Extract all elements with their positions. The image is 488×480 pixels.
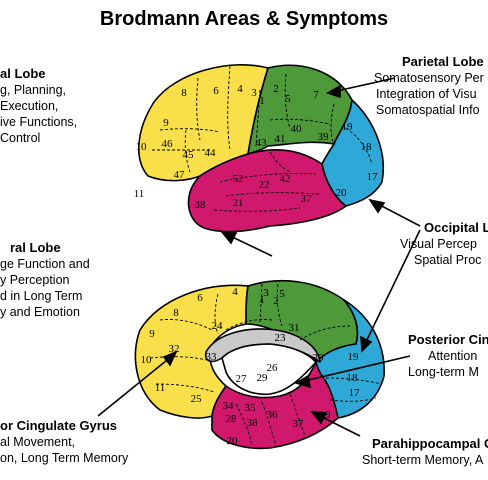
medial-area-5: 5 (279, 288, 285, 300)
temporal-lobe-line: d in Long Term (0, 288, 90, 304)
lateral-area-18: 18 (361, 141, 373, 153)
lateral-area-21: 21 (233, 197, 244, 209)
medial-area-10: 10 (141, 354, 153, 366)
lateral-area-6: 6 (213, 85, 219, 97)
lateral-area-45: 45 (183, 149, 195, 161)
frontal-lobe-line: ive Functions, (0, 114, 77, 130)
medial-area-29: 29 (257, 372, 269, 384)
medial-area-28: 28 (226, 413, 238, 425)
medial-area-32: 32 (169, 343, 180, 355)
lateral-area-38: 38 (195, 199, 207, 211)
frontal-lobe-line: Control (0, 130, 77, 146)
temporal-lobe-heading: ral Lobe (0, 240, 90, 256)
anterior-cingulate-heading: or Cingulate Gyrus (0, 418, 128, 434)
lateral-area-39: 39 (318, 131, 330, 143)
medial-area-4: 4 (232, 286, 238, 298)
temporal-lobe-line: y and Emotion (0, 304, 90, 320)
frontal-lobe-line: Execution, (0, 98, 77, 114)
occipital-lobe-line: Spatial Proc (400, 252, 488, 268)
posterior-cingulate-line: Long-term M (408, 364, 488, 380)
medial-area-25: 25 (191, 393, 203, 405)
lateral-area-46: 46 (162, 138, 174, 150)
frontal-lobe-label: al Lobe g, Planning, Execution, ive Func… (0, 66, 77, 146)
anterior-cingulate-label: or Cingulate Gyrus al Movement, on, Long… (0, 418, 128, 466)
lateral-area-1: 1 (259, 95, 265, 107)
temporal-lobe-label: ral Lobe ge Function and y Perception d … (0, 240, 90, 320)
medial-area-27: 27 (236, 373, 248, 385)
medial-area-34: 34 (223, 400, 235, 412)
occipital-lobe-label: Occipital L Visual Percep Spatial Proc (400, 220, 488, 268)
parahippocampal-heading: Parahippocampal G (362, 436, 488, 452)
lateral-area-47: 47 (174, 169, 186, 181)
medial-area-24: 24 (212, 320, 224, 332)
anterior-cingulate-line: on, Long Term Memory (0, 450, 128, 466)
lateral-area-43: 43 (256, 137, 268, 149)
posterior-cingulate-label: Posterior Cin Attention Long-term M (408, 332, 488, 380)
lateral-area-4: 4 (237, 83, 243, 95)
lateral-area-42: 42 (280, 173, 291, 185)
occipital-lobe-line: Visual Percep (400, 236, 488, 252)
anterior-cingulate-line: al Movement, (0, 434, 128, 450)
temporal-lobe-line: ge Function and (0, 256, 90, 272)
posterior-cingulate-heading: Posterior Cin (408, 332, 488, 348)
medial-area-33: 33 (206, 351, 218, 363)
frontal-lobe-line: g, Planning, (0, 82, 77, 98)
medial-area-30: 30 (313, 352, 325, 364)
posterior-cingulate-line: Attention (408, 348, 488, 364)
medial-area-36: 36 (267, 409, 279, 421)
lateral-area-37: 37 (301, 193, 313, 205)
lateral-area-20: 20 (336, 187, 348, 199)
medial-area-19: 19 (348, 351, 360, 363)
medial-area-18: 18 (347, 372, 359, 384)
parahippocampal-label: Parahippocampal G Short-term Memory, A (362, 436, 488, 468)
medial-area-6: 6 (197, 292, 203, 304)
medial-area-11: 11 (155, 382, 166, 394)
frontal-lobe-heading: al Lobe (0, 66, 77, 82)
lateral-area-7: 7 (313, 89, 319, 101)
parietal-lobe-line: Somatosensory Per (374, 70, 484, 86)
medial-area-19: 19 (320, 409, 332, 421)
medial-area-23: 23 (275, 332, 287, 344)
medial-area-9: 9 (149, 328, 155, 340)
medial-area-26: 26 (267, 362, 279, 374)
parietal-lobe-line: Integration of Visu (374, 86, 484, 102)
medial-area-31: 31 (289, 322, 300, 334)
lateral-area-44: 44 (205, 147, 217, 159)
medial-area-38: 38 (247, 417, 259, 429)
lateral-area-5: 5 (285, 93, 291, 105)
medial-area-17: 17 (349, 387, 361, 399)
occipital-lobe-heading: Occipital L (400, 220, 488, 236)
parahippocampal-line: Short-term Memory, A (362, 452, 488, 468)
medial-area-2: 2 (273, 295, 279, 307)
parietal-lobe-line: Somatospatial Info (374, 102, 484, 118)
lateral-area-41: 41 (275, 133, 286, 145)
lateral-area-40: 40 (291, 123, 303, 135)
lateral-area-3: 3 (251, 87, 257, 99)
lateral-area-8: 8 (181, 87, 187, 99)
lateral-area-22: 22 (259, 179, 270, 191)
medial-area-8: 8 (173, 307, 179, 319)
medial-area-35: 35 (245, 402, 257, 414)
parietal-lobe-heading: Parietal Lobe (374, 54, 484, 70)
medial-area-1: 1 (259, 294, 265, 306)
medial-area-20: 20 (227, 435, 239, 447)
medial-area-37: 37 (293, 418, 305, 430)
lateral-area-10: 10 (136, 141, 148, 153)
lateral-area-9: 9 (163, 117, 169, 129)
lateral-area-52: 52 (233, 173, 244, 185)
lateral-area-2: 2 (273, 83, 279, 95)
lateral-area-17: 17 (367, 171, 379, 183)
parietal-lobe-label: Parietal Lobe Somatosensory Per Integrat… (374, 54, 484, 118)
lateral-area-19: 19 (342, 121, 354, 133)
lateral-area-11: 11 (134, 188, 145, 200)
temporal-lobe-line: y Perception (0, 272, 90, 288)
